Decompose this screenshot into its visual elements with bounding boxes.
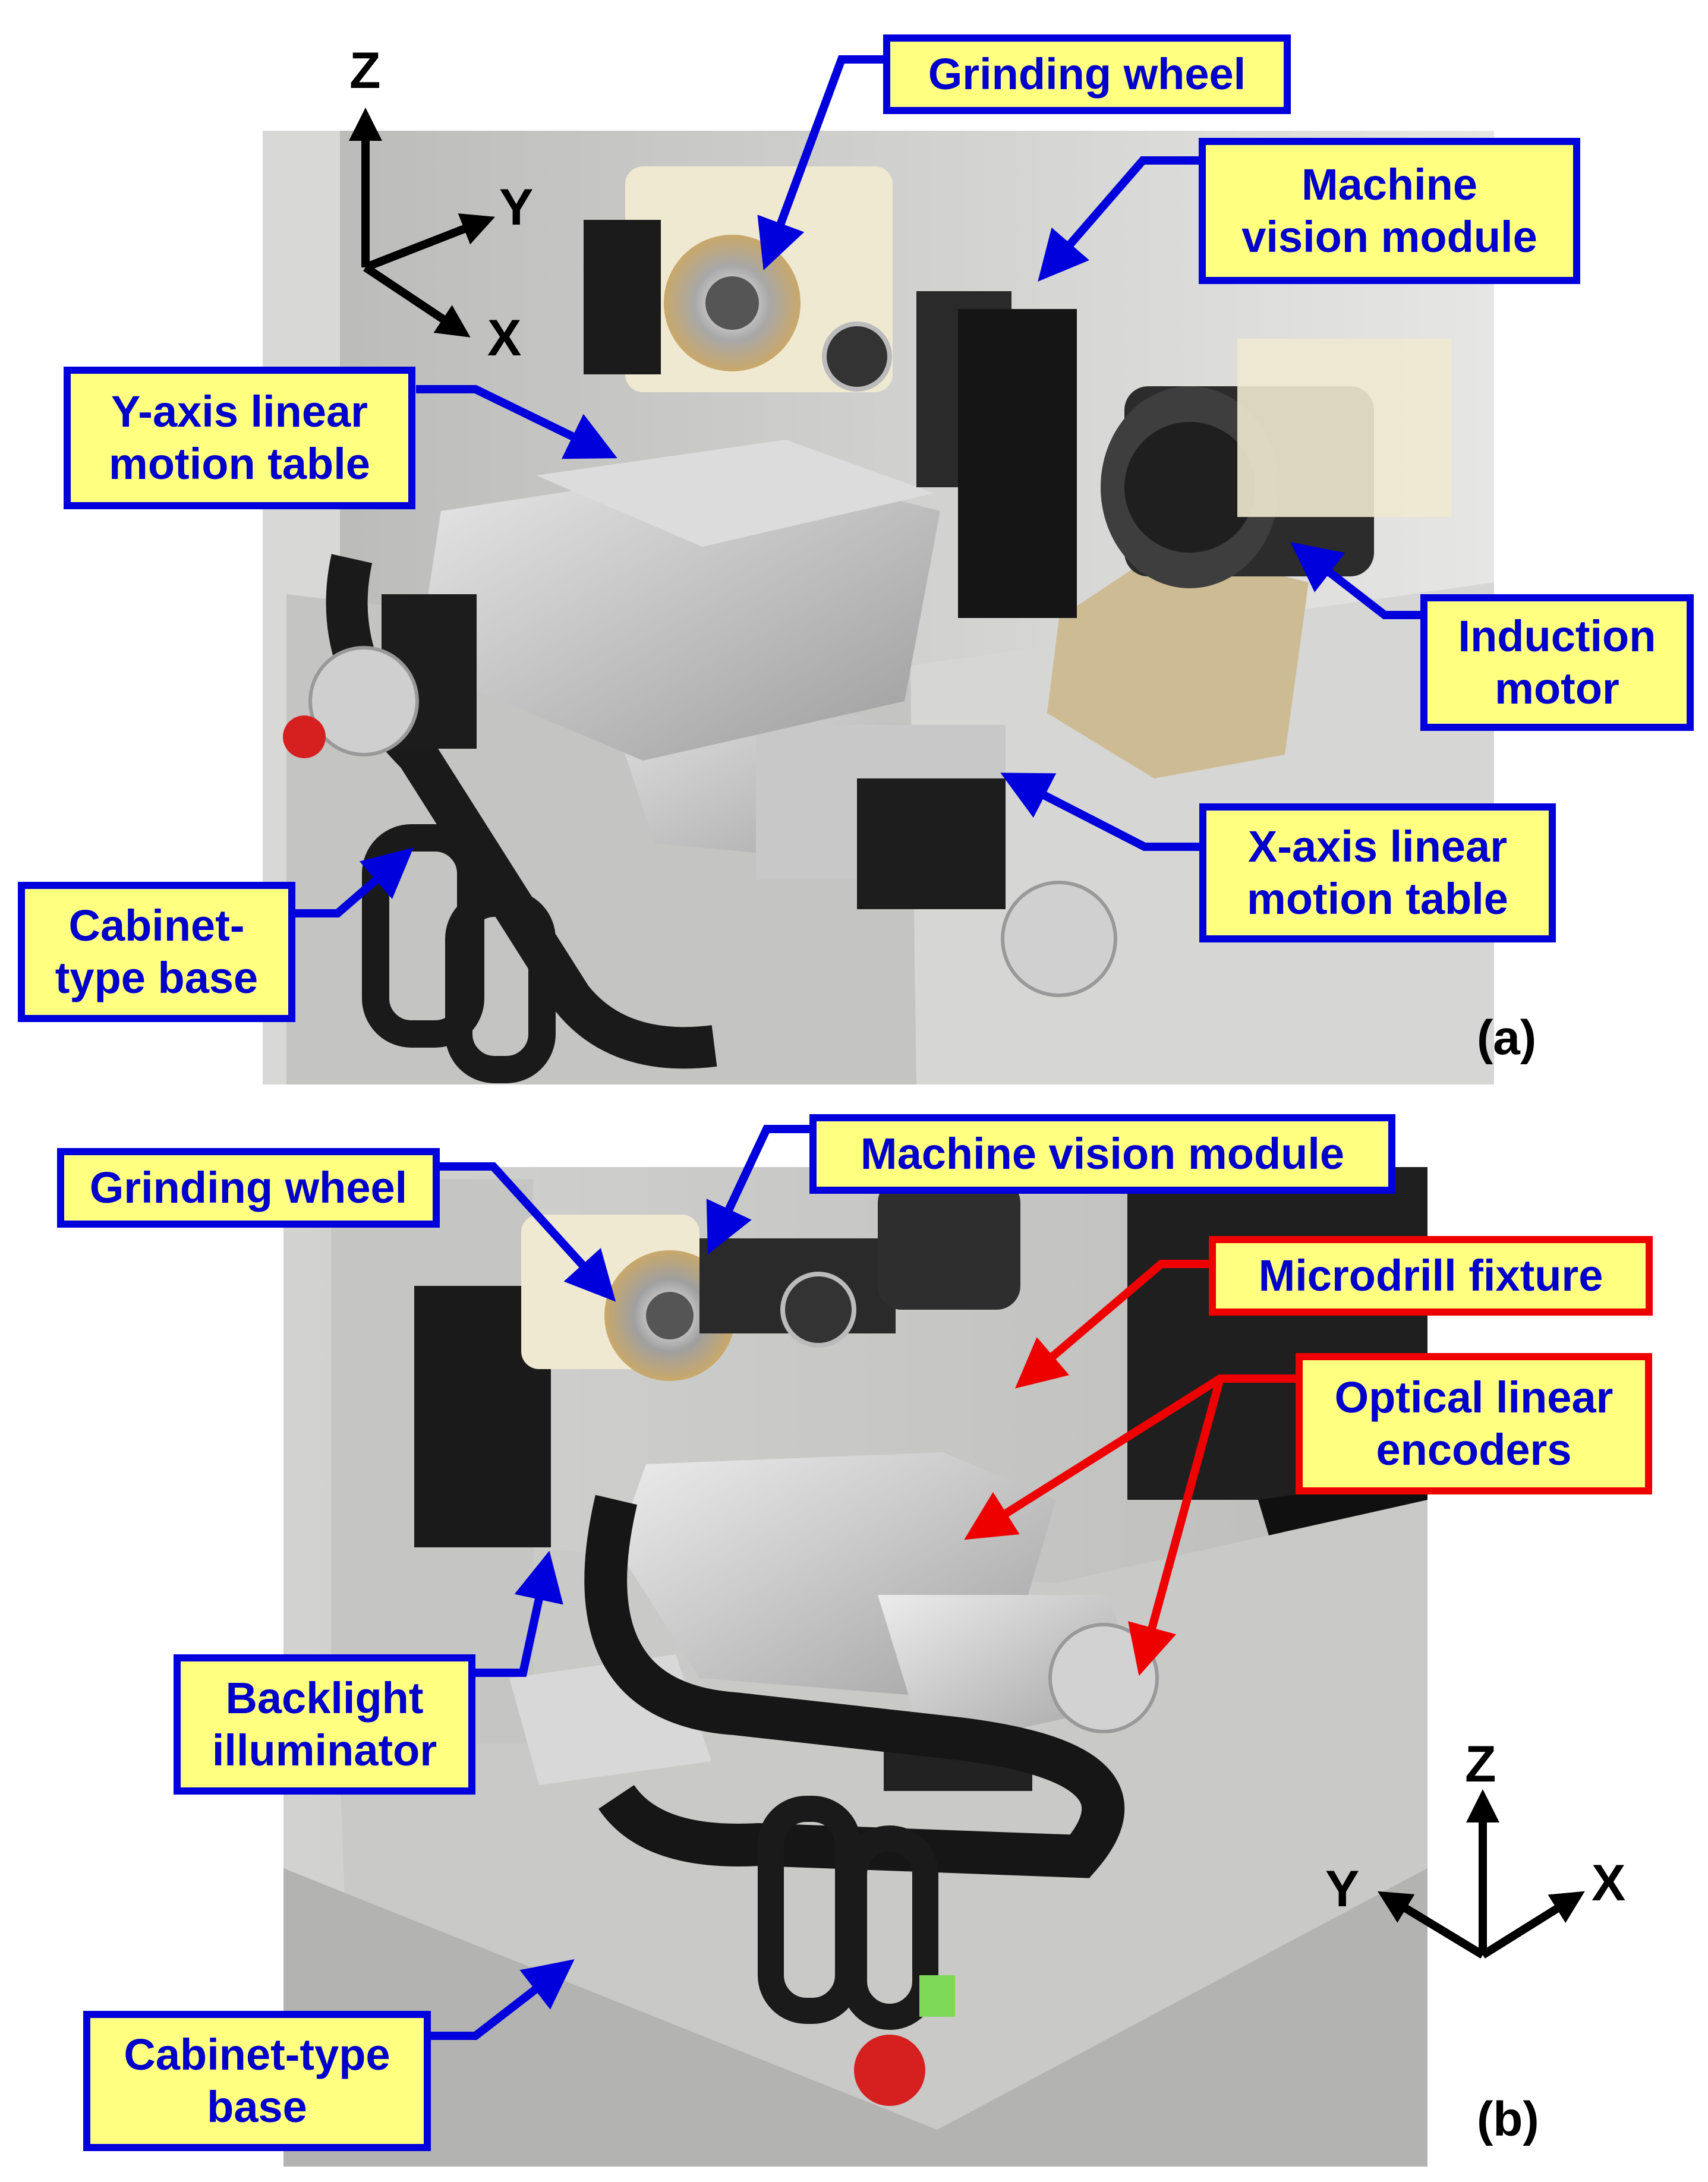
arrow-b-microdrill <box>1015 1260 1209 1389</box>
arrow-a-x-axis <box>1000 772 1199 851</box>
panel-tag-b: (b) <box>1477 2092 1539 2146</box>
label-b-machine-vision: Machine vision module <box>809 1114 1395 1194</box>
axis-a-z: Z <box>349 42 381 99</box>
label-a-induction-motor: Induction motor <box>1420 594 1694 731</box>
axis-b-z: Z <box>1465 1736 1496 1793</box>
label-a-x-axis-line1: X-axis linear <box>1247 822 1507 871</box>
label-a-grinding-wheel-text: Grinding wheel <box>928 49 1246 99</box>
arrow-b-encoder-1 <box>964 1374 1296 1540</box>
label-b-backlight-line1: Backlight <box>225 1673 424 1723</box>
label-b-cabinet-base: Cabinet-type base <box>83 2011 431 2151</box>
label-a-cabinet-line2: type base <box>55 953 259 1002</box>
label-a-grinding-wheel: Grinding wheel <box>883 34 1291 114</box>
label-b-machine-vision-text: Machine vision module <box>860 1129 1345 1178</box>
photo-panel-a <box>263 131 1494 1084</box>
arrow-a-cabinet <box>295 847 414 917</box>
axis-b-x: X <box>1592 1855 1626 1912</box>
panel-tag-a: (a) <box>1477 1011 1537 1065</box>
label-a-x-axis-table: X-axis linear motion table <box>1199 803 1556 942</box>
arrow-b-machine-vision <box>706 1125 809 1255</box>
arrow-b-backlight <box>475 1550 563 1677</box>
arrow-b-encoder-2 <box>1128 1377 1224 1676</box>
axis-triad-a <box>349 108 496 338</box>
label-a-cabinet-line1: Cabinet- <box>68 901 245 950</box>
axis-a-x: X <box>487 310 522 367</box>
label-b-optical-encoders: Optical linear encoders <box>1296 1353 1652 1494</box>
label-a-x-axis-line2: motion table <box>1247 874 1508 923</box>
arrow-a-machine-vision <box>1038 156 1199 282</box>
label-b-grinding-wheel: Grinding wheel <box>57 1148 440 1228</box>
machine-photo-a <box>263 131 1494 1084</box>
label-a-induction-line2: motor <box>1495 664 1619 713</box>
label-b-backlight-line2: illuminator <box>212 1726 437 1775</box>
label-a-machine-vision-line1: Machine <box>1301 160 1478 209</box>
arrow-b-cabinet <box>431 1959 575 2040</box>
axis-a-y: Y <box>499 179 534 236</box>
label-a-y-axis-line2: motion table <box>109 439 370 488</box>
label-a-machine-vision: Machine vision module <box>1199 138 1580 284</box>
arrow-a-grinding-wheel <box>757 55 883 270</box>
label-a-machine-vision-line2: vision module <box>1241 212 1537 261</box>
label-b-optical-line2: encoders <box>1376 1425 1572 1474</box>
label-b-microdrill-fixture: Microdrill fixture <box>1209 1236 1653 1316</box>
arrow-b-grinding-wheel <box>440 1162 616 1302</box>
axis-triad-b <box>1378 1789 1585 1959</box>
label-b-backlight-illuminator: Backlight illuminator <box>174 1654 475 1795</box>
label-a-cabinet-base: Cabinet- type base <box>18 882 295 1022</box>
arrow-a-induction-motor <box>1290 542 1420 619</box>
label-b-cabinet-line1: Cabinet-type <box>124 2030 390 2079</box>
label-a-induction-line1: Induction <box>1458 611 1656 661</box>
label-b-cabinet-line2: base <box>207 2082 307 2131</box>
label-b-optical-line1: Optical linear <box>1334 1373 1614 1422</box>
arrow-a-y-axis <box>416 385 617 459</box>
label-b-grinding-wheel-text: Grinding wheel <box>89 1163 408 1212</box>
label-a-y-axis-table: Y-axis linear motion table <box>64 367 415 509</box>
label-a-y-axis-line1: Y-axis linear <box>111 387 368 436</box>
label-b-microdrill-text: Microdrill fixture <box>1258 1251 1603 1300</box>
axis-b-y: Y <box>1325 1861 1360 1918</box>
